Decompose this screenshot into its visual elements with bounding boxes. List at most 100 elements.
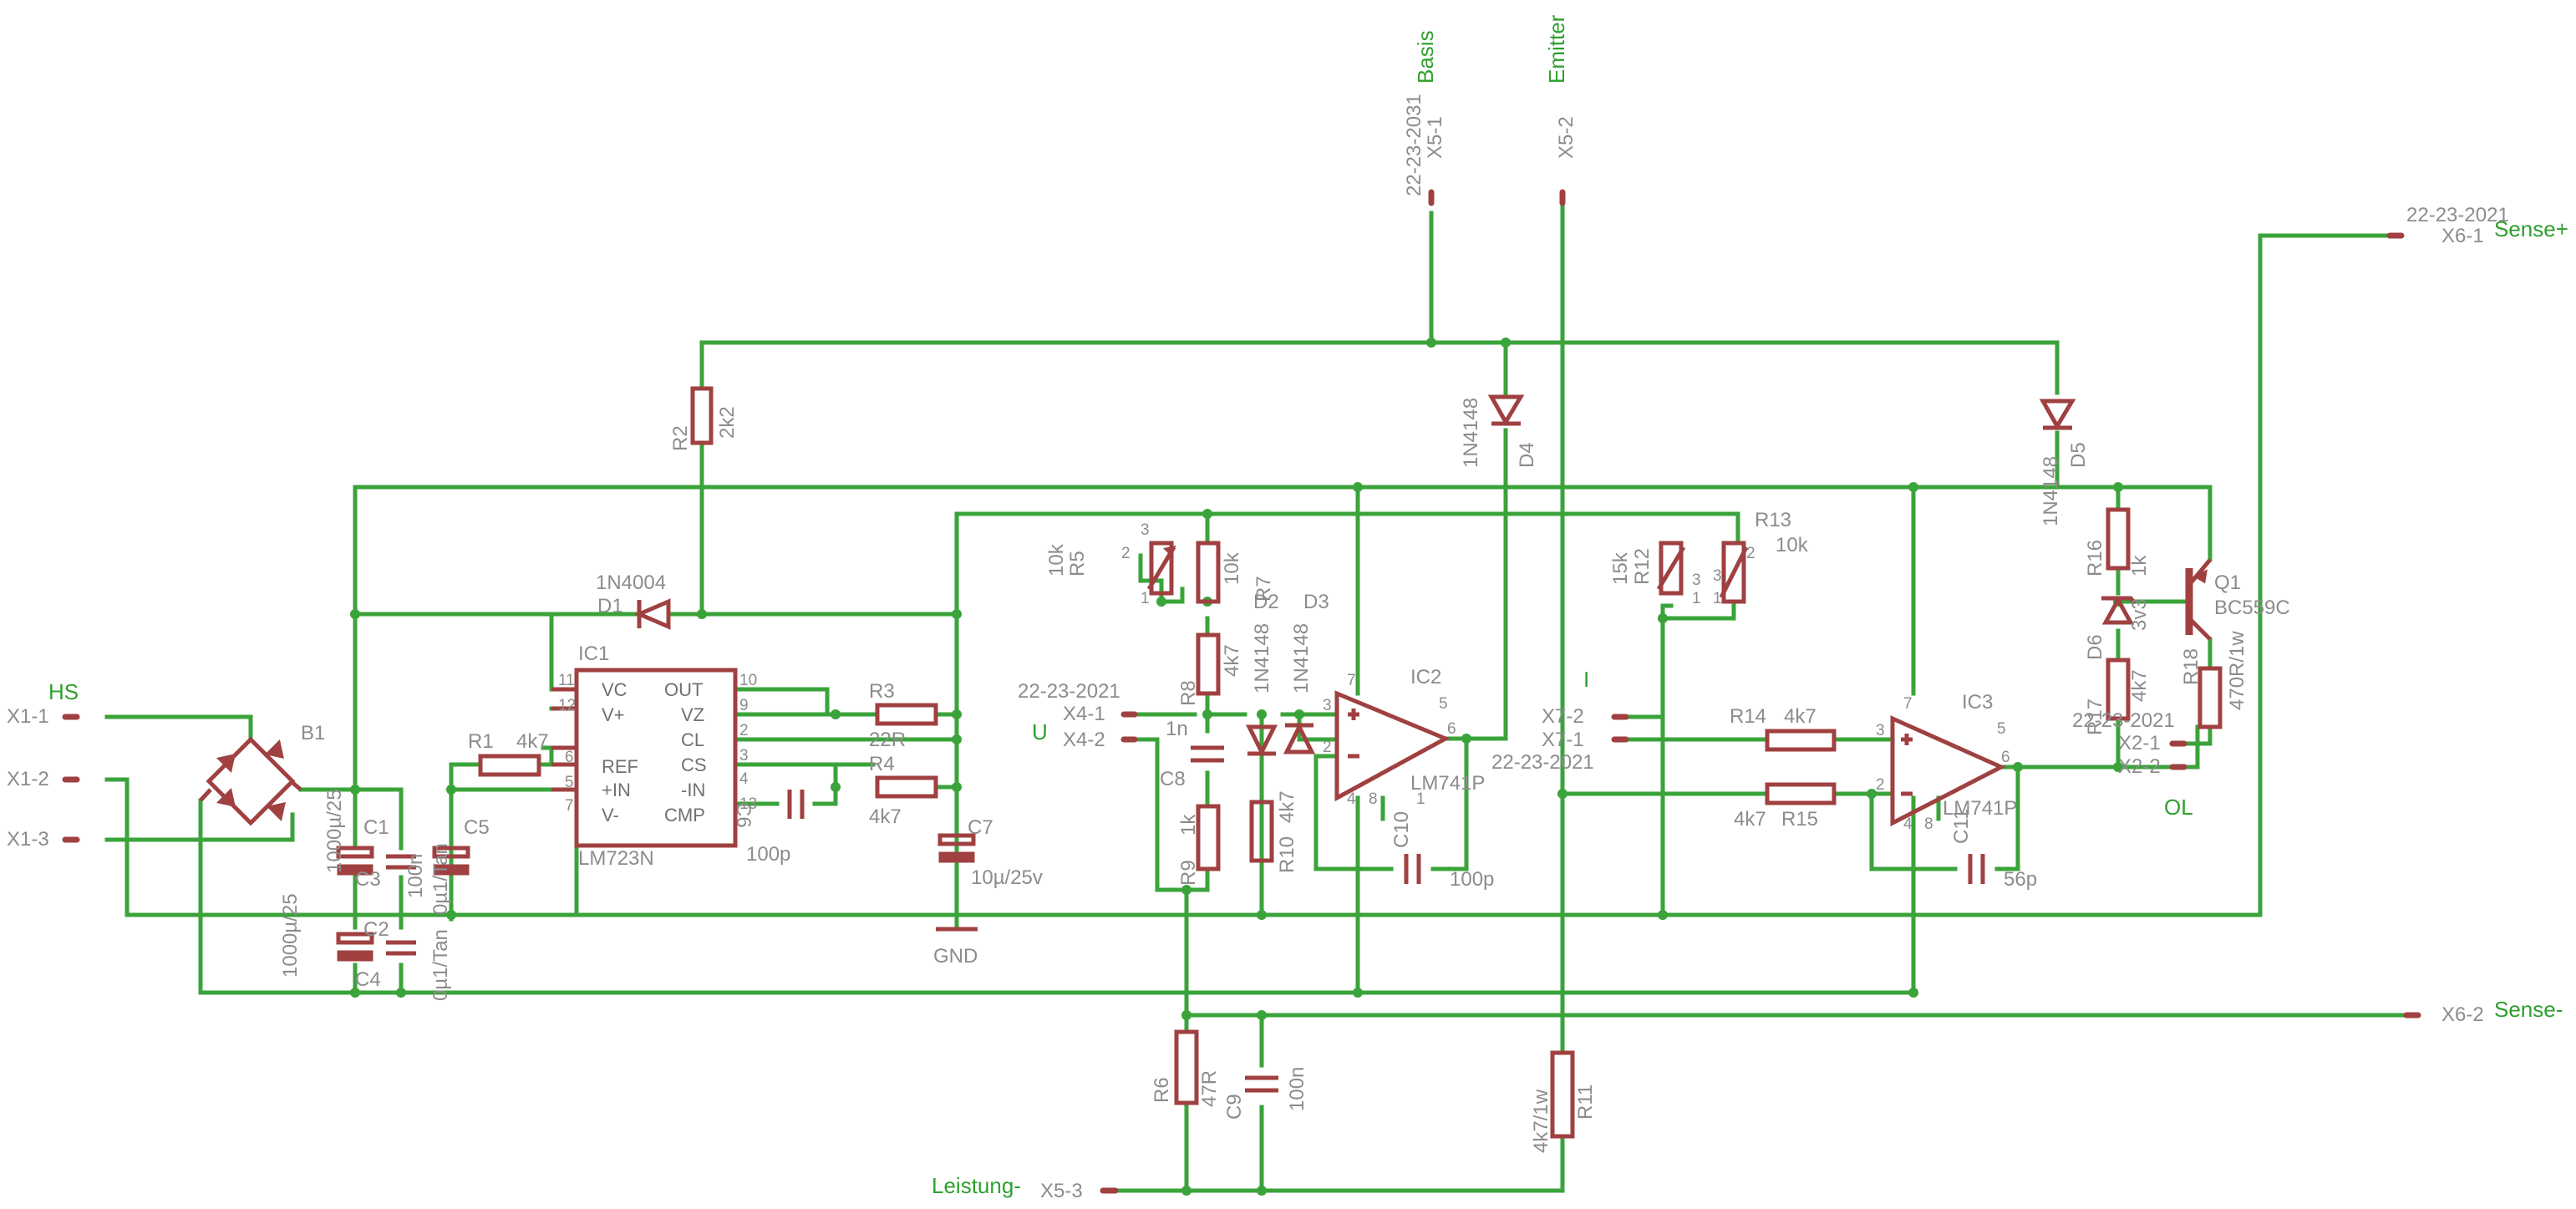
label-d6: D6	[2084, 634, 2106, 660]
conn-x2-1: X2-1	[2118, 732, 2161, 754]
net-gnd: GND	[933, 945, 978, 968]
transistor-q1	[2185, 558, 2212, 641]
conn-x2-2: X2-2	[2118, 755, 2161, 778]
capacitor-c11	[1968, 854, 1985, 884]
conn-part-x2: 22-23-2021	[2072, 709, 2175, 732]
label-q1-val: BC559C	[2214, 597, 2290, 619]
label-d3: D3	[1303, 591, 1329, 613]
label-c1: C1	[363, 816, 389, 839]
label-r10-val: 4k7	[1276, 790, 1298, 823]
resistors	[478, 386, 2223, 1139]
r5-pin-2: 2	[1121, 545, 1130, 562]
label-ic1: IC1	[578, 643, 609, 665]
conn-x6-1: X6-1	[2441, 225, 2484, 247]
label-c8: C8	[1160, 768, 1186, 790]
ic2-pin-1: 1	[1416, 790, 1425, 808]
r12-pin-3: 3	[1692, 571, 1701, 589]
label-c9: C9	[1223, 1094, 1246, 1120]
resistor-r1	[478, 754, 541, 777]
opamp-ic3	[1890, 715, 2006, 827]
capacitor-c5	[432, 846, 470, 876]
ic3-pin-4: 4	[1903, 815, 1913, 833]
resistor-r14	[1765, 729, 1837, 752]
label-d4: D4	[1516, 442, 1538, 468]
resistor-r12	[1659, 541, 1684, 596]
zener-d6	[2101, 595, 2137, 625]
conn-x7-1: X7-1	[1542, 729, 1584, 751]
label-d2-val: 1N4148	[1251, 623, 1273, 693]
net-ol: OL	[2164, 795, 2193, 820]
label-ic3-val: LM741P	[1943, 797, 2017, 820]
label-r7-val: 10k	[1221, 551, 1243, 585]
r13-pin-3: 3	[1713, 567, 1722, 585]
label-r11-val: 4k7/1w	[1530, 1089, 1552, 1153]
label-c2-val: 1000µ/25	[279, 893, 302, 978]
label-r9: R9	[1177, 860, 1200, 886]
capacitor-c9	[1245, 1075, 1278, 1093]
net-basis: Basis	[1413, 30, 1438, 84]
ic3-pin-3: 3	[1876, 722, 1885, 739]
label-d3-val: 1N4148	[1290, 623, 1313, 693]
label-ic2-val: LM741P	[1410, 772, 1485, 795]
label-c7: C7	[968, 816, 993, 839]
ic1-pin-13: 13	[739, 795, 757, 813]
conn-x1-2: X1-2	[7, 768, 49, 790]
label-c10: C10	[1390, 811, 1413, 848]
label-c8-val: 1n	[1166, 718, 1188, 740]
label-c4: C4	[355, 968, 381, 991]
net-leistung: Leistung-	[932, 1173, 1021, 1198]
label-r13-val: 10k	[1776, 534, 1809, 556]
resistor-r17	[2106, 658, 2131, 721]
conn-x1-3: X1-3	[7, 828, 49, 851]
r13-pin-2: 2	[1746, 545, 1755, 562]
net-emitter: Emitter	[1544, 14, 1569, 84]
ic2-pin-4: 4	[1347, 790, 1356, 808]
diode-d5	[2039, 399, 2076, 430]
label-r10: R10	[1276, 836, 1298, 873]
ic3-pin-8: 8	[1924, 815, 1933, 833]
label-ic1-val: LM723N	[578, 847, 654, 870]
ic1-pin-10: 10	[739, 672, 757, 689]
resistor-r9	[1196, 804, 1221, 871]
label-d1: D1	[597, 595, 623, 617]
label-r17: R17	[2084, 698, 2106, 735]
label-r11: R11	[1574, 1085, 1597, 1120]
ic3-pin-5: 5	[1997, 720, 2006, 738]
ic2-pin-6: 6	[1447, 720, 1456, 738]
ic1-pin-12: 12	[558, 697, 576, 714]
resistor-r10	[1249, 800, 1274, 863]
label-d5-val: 1N4148	[2040, 456, 2062, 526]
resistor-r15	[1765, 782, 1837, 805]
label-c3-val: 100n	[404, 854, 427, 898]
ic2-pin-5: 5	[1439, 695, 1448, 713]
label-c4-val: 0µ1/Tan	[429, 929, 452, 1001]
bridge-rectifier-b1	[199, 736, 302, 826]
label-d2: D2	[1253, 591, 1279, 613]
resistor-r6	[1174, 1029, 1199, 1105]
ic1-pin-2: 2	[739, 722, 749, 739]
capacitor-c1	[336, 846, 374, 876]
capacitor-c2	[336, 932, 374, 962]
conn-x5-3: X5-3	[1040, 1180, 1083, 1202]
resistor-r3	[875, 703, 938, 726]
label-r18: R18	[2180, 648, 2203, 685]
ic1-pin-vz: VZ	[681, 704, 704, 725]
label-c11: C11	[1950, 809, 1973, 844]
label-c10-val: 100p	[1450, 868, 1494, 891]
label-d4-val: 1N4148	[1460, 398, 1482, 468]
connector-pins	[62, 189, 2421, 1194]
label-r3: R3	[869, 680, 895, 703]
resistor-r5	[1149, 541, 1174, 596]
label-r17-val: 4k7	[2128, 669, 2151, 702]
label-ic3: IC3	[1962, 691, 1993, 714]
ic1-pin-cs: CS	[681, 754, 707, 775]
label-c9-val: 100n	[1286, 1067, 1308, 1111]
conn-x1-1: X1-1	[7, 705, 49, 728]
diode-d4	[1487, 394, 1525, 426]
net-i: I	[1583, 667, 1589, 692]
ic1-pin-4: 4	[739, 770, 749, 788]
conn-x5-1: X5-1	[1424, 116, 1446, 159]
conn-x6-2: X6-2	[2441, 1003, 2484, 1026]
ic3-pin-2: 2	[1876, 776, 1885, 794]
net-u: U	[1032, 719, 1048, 744]
